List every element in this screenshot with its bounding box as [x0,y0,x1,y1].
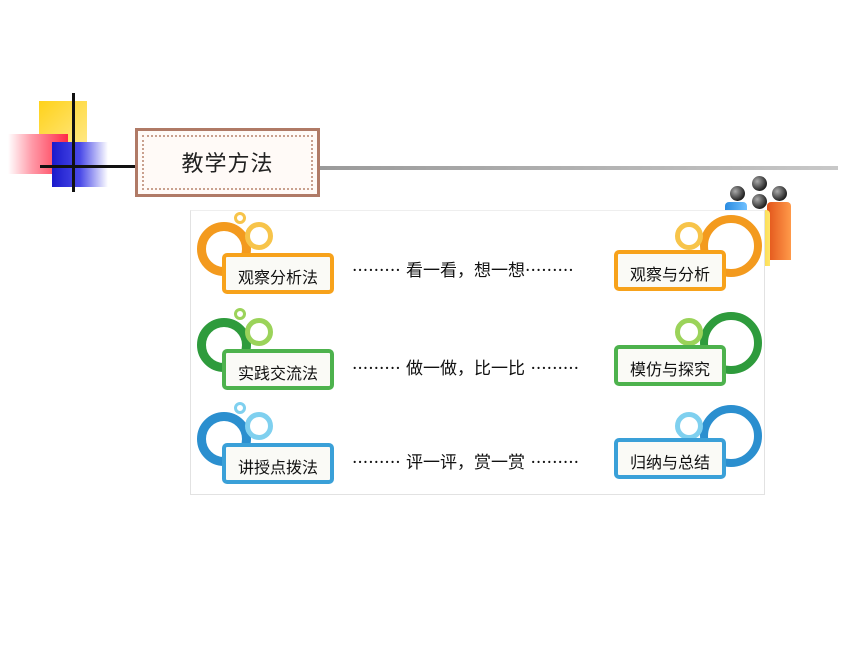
ring-decoration [234,308,246,320]
title-rule [320,166,838,170]
ring-decoration [245,412,273,440]
ring-decoration [700,215,762,277]
activity-text: ········· 做一做，比一比 ········· [352,359,580,379]
left-tag-observe-analyze: 观察分析法 [222,253,334,294]
ring-decoration [675,412,703,440]
right-tag-observe-analysis: 观察与分析 [614,250,726,291]
right-tag-label: 观察与分析 [629,265,710,284]
ring-decoration [245,222,273,250]
activity-text: ········· 评一评，赏一赏 ········· [352,453,580,473]
left-tag-lecture-guide: 讲授点拨法 [222,443,334,484]
page-title: 教学方法 [181,152,274,177]
right-tag-summarize: 归纳与总结 [614,438,726,479]
horizontal-line-decoration [40,165,136,168]
ring-decoration [234,402,246,414]
ring-decoration [245,318,273,346]
ring-decoration [675,222,703,250]
title-plaque: 教学方法 [135,128,320,197]
vertical-line-decoration [72,93,75,192]
ring-decoration [700,405,762,467]
activity-text: ········· 看一看，想一想········· [352,261,574,281]
left-tag-label: 实践交流法 [237,364,318,383]
right-tag-imitate-explore: 模仿与探究 [614,345,726,386]
right-tag-label: 模仿与探究 [629,360,710,379]
left-tag-practice-exchange: 实践交流法 [222,349,334,390]
title-plaque-border [142,135,313,190]
ring-decoration [700,312,762,374]
left-tag-label: 观察分析法 [237,268,318,287]
ring-decoration [234,212,246,224]
ring-decoration [675,318,703,346]
blue-square-decoration [52,142,108,187]
right-tag-label: 归纳与总结 [629,453,710,472]
left-tag-label: 讲授点拨法 [237,458,318,477]
